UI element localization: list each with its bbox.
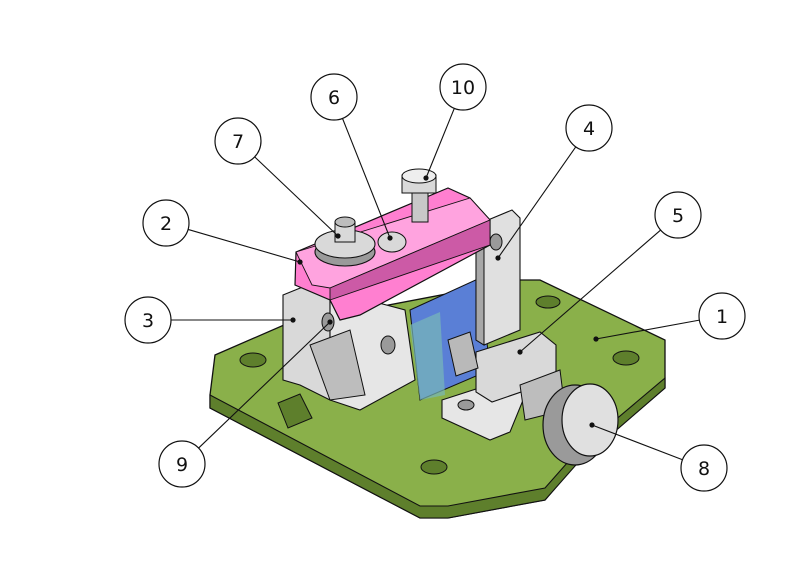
balloon-label-8: 8 — [698, 458, 710, 480]
balloon-1 — [698, 292, 746, 340]
balloon-label-7: 7 — [232, 131, 244, 153]
balloon-7 — [214, 117, 262, 165]
balloon-layer: 1 2 3 4 5 6 7 8 9 10 — [124, 63, 746, 492]
balloon-10 — [439, 63, 487, 111]
leader-line-10 — [425, 108, 455, 179]
balloon-label-3: 3 — [142, 310, 154, 332]
balloon-label-10: 10 — [451, 77, 475, 99]
balloon-4 — [565, 104, 613, 152]
knurled-nut — [314, 216, 376, 267]
leader-line-7 — [254, 156, 339, 237]
balloon-label-5: 5 — [672, 205, 684, 227]
leader-dot-10 — [423, 175, 429, 181]
balloon-label-2: 2 — [160, 213, 172, 235]
balloon-9 — [158, 440, 206, 488]
leader-line-9 — [198, 321, 331, 449]
leader-dot-3 — [290, 317, 296, 323]
balloon-6 — [310, 73, 358, 121]
balloon-8 — [680, 444, 728, 492]
leader-dot-8 — [589, 422, 595, 428]
balloon-label-6: 6 — [328, 87, 340, 109]
leader-line-8 — [591, 424, 683, 461]
balloon-2 — [142, 199, 190, 247]
leader-line-1 — [595, 319, 700, 340]
leader-line-5 — [519, 229, 661, 353]
leader-dot-6 — [387, 235, 393, 241]
balloon-label-9: 9 — [176, 454, 188, 476]
left-support — [282, 279, 416, 411]
leader-dot-2 — [297, 259, 303, 265]
top-screw — [401, 168, 437, 223]
leader-dot-1 — [593, 336, 599, 342]
leader-line-2 — [187, 228, 301, 263]
balloon-label-1: 1 — [716, 306, 728, 328]
leader-line-4 — [497, 146, 577, 259]
leader-dot-4 — [495, 255, 501, 261]
leader-dot-9 — [327, 319, 333, 325]
balloon-3 — [124, 296, 172, 344]
leader-line-6 — [341, 118, 391, 239]
balloon-5 — [654, 191, 702, 239]
leader-dot-7 — [335, 233, 341, 239]
thumb-screw — [519, 369, 619, 466]
leader-dot-5 — [517, 349, 523, 355]
balloon-label-4: 4 — [583, 118, 595, 140]
